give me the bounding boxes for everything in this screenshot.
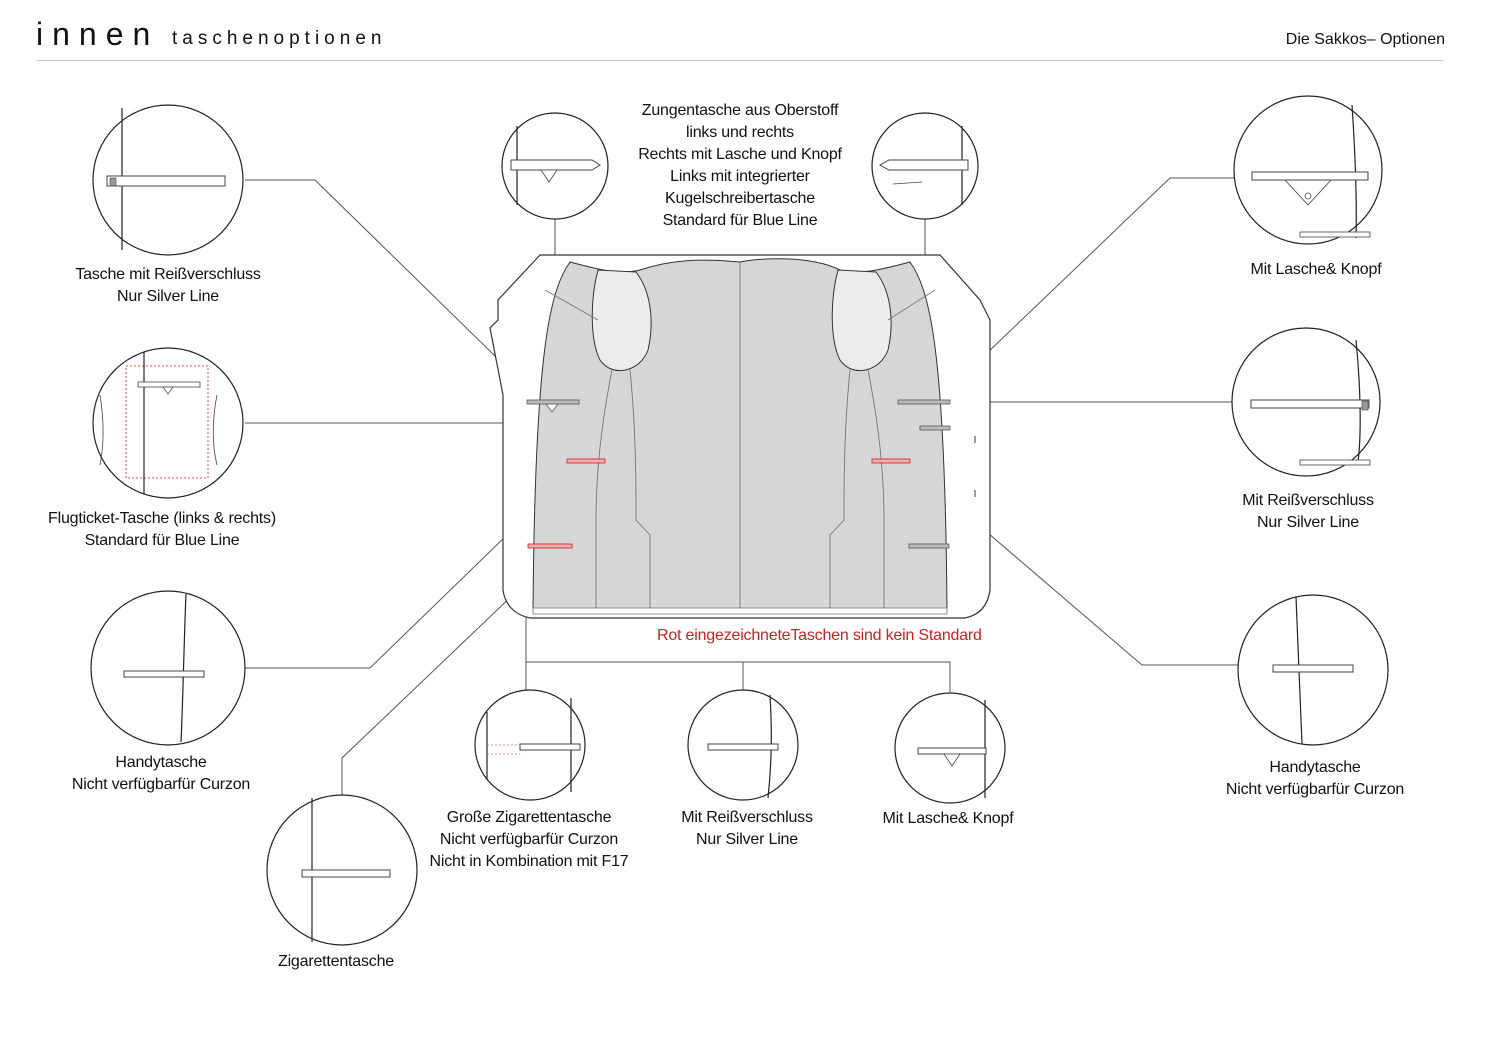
page-subtitle: taschenoptionen (172, 28, 387, 49)
label-reissverschluss-left: Tasche mit Reißverschluss Nur Silver Lin… (75, 266, 261, 305)
section-title: Die Sakkos– Optionen (1285, 31, 1445, 48)
detail-circle-flugticket (92, 347, 244, 499)
detail-circle-handy-right (1237, 594, 1389, 746)
label-handy-right: Handytasche Nicht verfügbarfür Curzon (1225, 759, 1405, 798)
facing-left (591, 269, 652, 371)
label-lasche-bottom: Mit Lasche& Knopf (882, 810, 1014, 827)
label-handy-left: Handytasche Nicht verfügbarfür Curzon (71, 754, 251, 793)
label-zigarette: Zigarettentasche (278, 953, 394, 970)
detail-circle-reiss-left (92, 104, 244, 256)
detail-circle-lasche-bottom (894, 692, 1006, 804)
jacket-shell (489, 254, 991, 619)
facing-right (831, 269, 892, 371)
label-zungentasche: Zungentasche aus Oberstoff links und rec… (638, 102, 842, 229)
detail-circle-reiss-bottom (687, 689, 799, 801)
label-reiss-bottom: Mit Reißverschluss Nur Silver Line (681, 809, 813, 848)
detail-circle-zunge-right (871, 112, 979, 220)
label-grosse-zigarette: Große Zigarettentasche Nicht verfügbarfü… (429, 809, 629, 870)
detail-circle-zunge-left (501, 112, 609, 220)
header-divider (36, 60, 1444, 61)
detail-circle-grosse-zigarette (474, 689, 586, 801)
pocket-marks (526, 399, 951, 549)
detail-circle-reiss-right (1231, 327, 1381, 477)
label-reiss-right: Mit Reißverschluss Nur Silver Line (1242, 492, 1374, 531)
note-red-pockets: Rot eingezeichneteTaschen sind kein Stan… (657, 627, 982, 644)
label-flugticket: Flugticket-Tasche (links & rechts) Stand… (48, 510, 276, 549)
detail-circle-zigarette (266, 794, 418, 946)
label-lasche-right: Mit Lasche& Knopf (1250, 261, 1382, 278)
detail-circle-lasche-right (1233, 95, 1383, 245)
detail-circle-handy-left (90, 590, 246, 746)
page-title: innen (36, 16, 160, 52)
